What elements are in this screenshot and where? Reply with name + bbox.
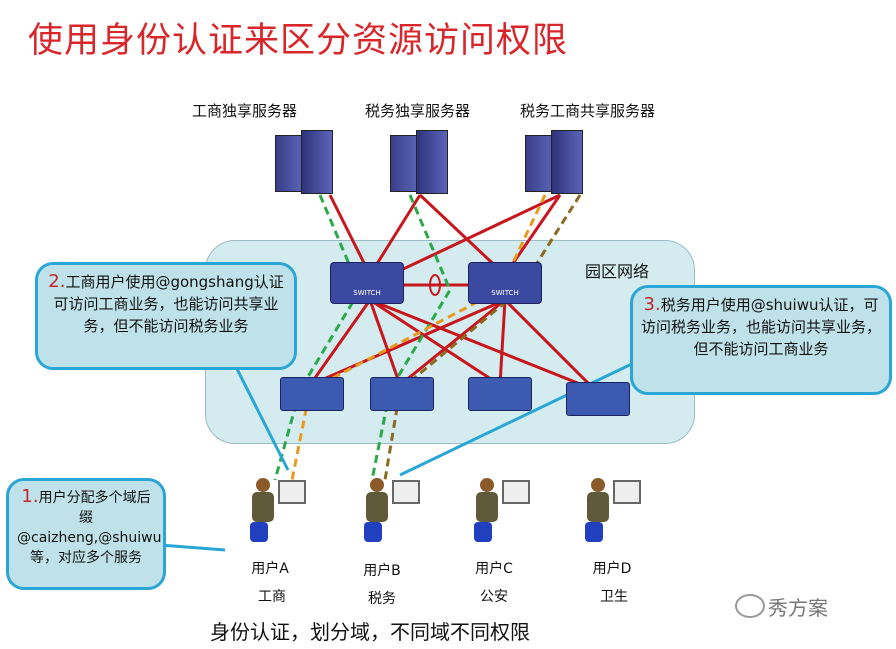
shuiwu-shared-path-brown <box>383 194 582 481</box>
callout-text: 工商用户使用@gongshang认证可访问工商业务，也能访问共享业务，但不能访问… <box>53 273 284 335</box>
physical-links <box>308 193 597 392</box>
caption: 身份认证，划分域，不同域不同权限 <box>210 620 530 644</box>
callout-text: 用户分配多个域后缀@caizheng,@shuiwu等，对应多个服务 <box>17 490 162 566</box>
server-label: 税务工商共享服务器 <box>520 102 656 120</box>
server-label: 工商独享服务器 <box>192 102 298 120</box>
watermark: 秀方案 <box>768 596 828 620</box>
access-switch-icon <box>468 377 532 411</box>
callout-number: 3. <box>643 294 661 315</box>
link <box>309 298 506 387</box>
user-dept: 公安 <box>480 589 508 605</box>
zone-label: 园区网络 <box>585 262 650 281</box>
user-workstation-icon <box>583 478 643 548</box>
user-workstation-icon <box>472 478 532 548</box>
callout-1-pointer <box>159 543 226 552</box>
callout-2-pointer <box>233 364 290 471</box>
user-name: 用户A <box>251 561 289 577</box>
gongshang-shared-path-orange <box>290 194 547 481</box>
link <box>369 298 596 392</box>
access-switch-icon <box>370 377 434 411</box>
link <box>369 298 501 387</box>
callout-3-pointer <box>399 358 641 477</box>
user-workstation-icon <box>248 478 308 548</box>
link <box>498 299 507 386</box>
page-title: 使用身份认证来区分资源访问权限 <box>28 21 569 61</box>
callout-number: 2. <box>48 271 66 292</box>
link <box>308 299 372 386</box>
callout-text: 税务用户使用@shuiwu认证，可访问税务业务，也能访问共享业务，但不能访问工商… <box>641 296 882 358</box>
user-name: 用户D <box>592 561 632 577</box>
shuiwu-path-green <box>370 194 452 481</box>
link <box>368 194 422 276</box>
user-name: 用户C <box>475 561 513 577</box>
link <box>399 298 506 387</box>
link <box>503 298 597 392</box>
server-label: 税务独享服务器 <box>365 102 471 120</box>
link <box>328 194 372 276</box>
link <box>503 194 562 276</box>
link <box>418 193 507 277</box>
user-dept: 卫生 <box>600 589 628 605</box>
wechat-icon <box>735 594 765 618</box>
callout-1: 1.用户分配多个域后缀@caizheng,@shuiwu等，对应多个服务 <box>6 478 166 590</box>
core-switch-icon: SWITCH <box>330 262 404 304</box>
user-dept: 工商 <box>258 589 286 605</box>
callout-2: 2.工商用户使用@gongshang认证可访问工商业务，也能访问共享业务，但不能… <box>35 262 297 370</box>
gongshang-path-green <box>273 194 362 481</box>
link-aggregation-icon <box>429 274 441 296</box>
callout-number: 1. <box>21 486 39 507</box>
access-switch-icon <box>566 382 630 416</box>
link <box>379 193 561 282</box>
user-name: 用户B <box>363 563 401 579</box>
link <box>368 299 402 386</box>
access-switch-icon <box>280 377 344 411</box>
user-workstation-icon <box>362 478 422 548</box>
callout-3: 3.税务用户使用@shuiwu认证，可访问税务业务，也能访问共享业务，但不能访问… <box>630 285 892 395</box>
core-switch-icon: SWITCH <box>468 262 542 304</box>
user-dept: 税务 <box>368 591 396 607</box>
